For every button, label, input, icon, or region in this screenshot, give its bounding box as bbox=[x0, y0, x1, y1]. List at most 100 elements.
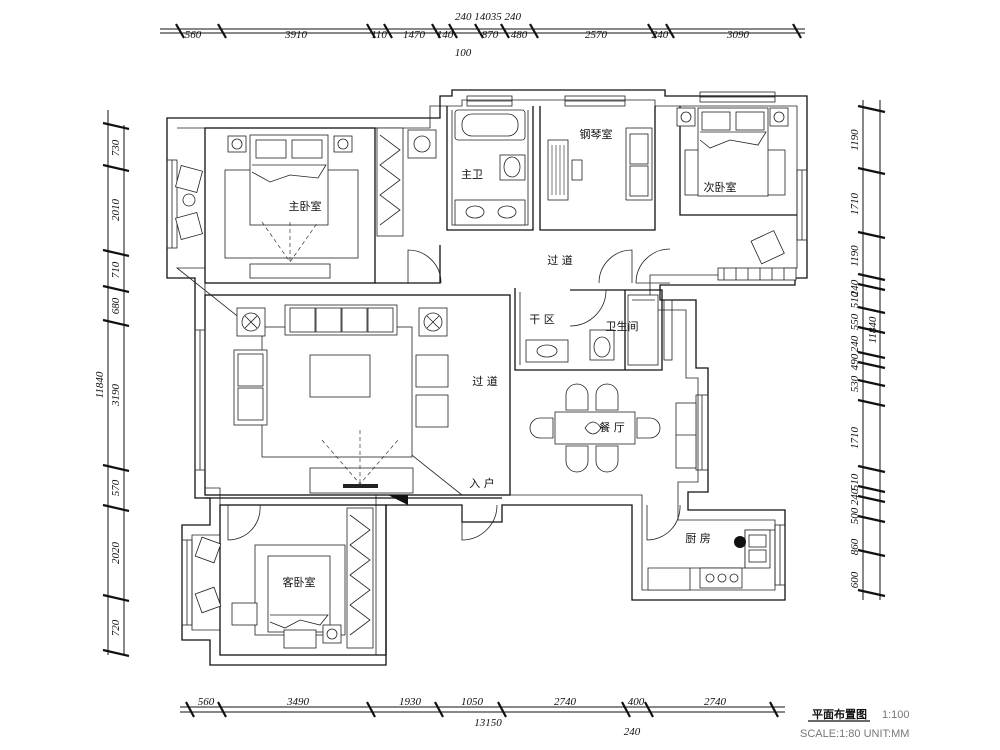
bottom-dim-7: 2740 bbox=[704, 696, 727, 708]
left-dim-1: 730 bbox=[110, 139, 122, 156]
left-dim-5: 3190 bbox=[110, 384, 122, 408]
kitchen-door bbox=[646, 504, 681, 541]
left-dimension-chain: 730 2010 710 680 3190 570 2020 720 11840 bbox=[94, 110, 130, 658]
right-dim-12: 240 bbox=[849, 488, 861, 505]
right-dim-1: 1190 bbox=[849, 129, 861, 151]
bottom-dimension-chain: 560 3490 1930 1050 2740 400 2740 13150 2… bbox=[180, 696, 785, 738]
label-dry-area: 干 区 bbox=[529, 313, 555, 326]
right-dim-3: 1190 bbox=[849, 245, 861, 267]
drawing-title: 平面布置图 bbox=[812, 707, 867, 721]
guest-bedroom-door bbox=[227, 504, 261, 541]
scale-unit: SCALE:1:80 UNIT:MM bbox=[800, 728, 909, 740]
guest-bedroom-furniture bbox=[194, 507, 374, 649]
label-kitchen: 厨 房 bbox=[685, 532, 711, 545]
label-bathroom: 卫生间 bbox=[606, 319, 639, 333]
piano-icon bbox=[547, 139, 569, 201]
dining-furniture bbox=[529, 383, 697, 473]
left-total-dim: 11840 bbox=[94, 371, 106, 398]
nightstand-icon bbox=[676, 107, 696, 127]
nightstand-icon bbox=[333, 135, 353, 153]
master-bedroom-walls bbox=[204, 127, 376, 284]
master-bath-fixtures bbox=[454, 109, 526, 226]
doors bbox=[227, 248, 681, 541]
coffee-table bbox=[309, 354, 371, 398]
bottom-total-dim: 13150 bbox=[474, 717, 502, 729]
top-dim-8: 2570 bbox=[585, 29, 608, 41]
right-dim-14: 860 bbox=[849, 538, 861, 555]
label-piano-room: 钢琴室 bbox=[580, 127, 613, 141]
right-dim-2: 1710 bbox=[849, 193, 861, 216]
bottom-dim-3: 1930 bbox=[399, 696, 422, 708]
left-dim-8: 720 bbox=[110, 619, 122, 636]
right-dim-11: 510 bbox=[849, 473, 861, 490]
dining-sideboard bbox=[675, 402, 697, 469]
lounge-chair bbox=[415, 354, 449, 388]
top-dim-1: 560 bbox=[185, 29, 202, 41]
tv-cabinet bbox=[309, 467, 414, 494]
right-dim-7: 240 bbox=[849, 335, 861, 352]
kitchen-furniture bbox=[647, 529, 775, 591]
toilet-icon bbox=[589, 329, 615, 361]
entrance-door bbox=[461, 504, 498, 541]
label-master-bath: 主卫 bbox=[461, 168, 483, 181]
master-bedroom-furniture bbox=[175, 127, 437, 279]
armchair-icon bbox=[750, 230, 785, 265]
piano-room-furniture bbox=[547, 127, 653, 201]
room-labels: 主卧室 主卫 钢琴室 次卧室 过 道 干 区 卫生间 过 道 餐 厅 入 户 厨… bbox=[283, 127, 737, 589]
top-dim-6: 870 bbox=[482, 29, 499, 41]
dry-area-vanity bbox=[525, 339, 569, 363]
right-dim-15: 600 bbox=[849, 571, 861, 588]
nightstand-icon bbox=[322, 624, 342, 644]
right-dim-9: 530 bbox=[849, 375, 861, 392]
left-dim-2: 2010 bbox=[110, 199, 122, 222]
bottom-dim-2: 3490 bbox=[286, 696, 310, 708]
left-dim-7: 2020 bbox=[110, 542, 122, 565]
second-bedroom-furniture bbox=[676, 107, 797, 281]
second-bedroom-door bbox=[635, 248, 671, 284]
right-dim-8: 490 bbox=[849, 353, 861, 370]
lounge-chair bbox=[415, 394, 449, 428]
windows bbox=[166, 91, 808, 626]
guest-bedroom-walls bbox=[219, 504, 387, 656]
top-sub-dim: 100 bbox=[455, 47, 472, 59]
armchair-icon bbox=[194, 536, 222, 564]
right-total-dim: 11840 bbox=[867, 316, 879, 343]
label-entrance: 入 户 bbox=[469, 476, 495, 490]
label-dining: 餐 厅 bbox=[599, 420, 625, 434]
armchair-icon bbox=[194, 586, 222, 614]
label-guest-bedroom: 客卧室 bbox=[283, 575, 316, 589]
left-dim-6: 570 bbox=[110, 479, 122, 496]
bottom-sub-dim: 240 bbox=[624, 726, 641, 738]
right-dimension-chain: 1190 1710 1190 240 510 550 240 490 530 1… bbox=[849, 100, 886, 600]
right-dim-6: 550 bbox=[849, 313, 861, 330]
shower-area bbox=[627, 294, 659, 366]
bottom-dim-1: 560 bbox=[198, 696, 215, 708]
drawing-ratio: 1:100 bbox=[882, 709, 910, 721]
master-bedroom-door bbox=[407, 249, 442, 284]
dining-table bbox=[554, 411, 636, 445]
right-dim-10: 1710 bbox=[849, 427, 861, 450]
left-dim-3: 710 bbox=[110, 261, 122, 278]
side-sofa bbox=[233, 349, 268, 426]
stove-icon bbox=[699, 567, 743, 589]
label-second-bedroom: 次卧室 bbox=[704, 180, 737, 194]
top-dim-9: 240 bbox=[652, 29, 669, 41]
bathroom-fixtures bbox=[525, 294, 659, 366]
top-total-dim: 240 14035 240 bbox=[455, 11, 522, 23]
living-room-furniture bbox=[233, 304, 449, 494]
dining-chairs bbox=[529, 383, 661, 473]
top-dim-10: 3090 bbox=[726, 29, 750, 41]
wardrobe bbox=[376, 127, 404, 237]
label-corridor-upper: 过 道 bbox=[547, 253, 573, 267]
left-dim-4: 680 bbox=[110, 297, 122, 314]
title-block: 平面布置图 1:100 SCALE:1:80 UNIT:MM bbox=[800, 707, 910, 740]
interior-walls bbox=[204, 106, 797, 656]
nightstand-icon bbox=[769, 107, 789, 127]
bottom-dim-6: 400 bbox=[628, 696, 645, 708]
bottom-dim-4: 1050 bbox=[461, 696, 484, 708]
right-dim-5: 510 bbox=[849, 291, 861, 308]
label-master-bedroom: 主卧室 bbox=[289, 199, 322, 213]
bathtub bbox=[454, 109, 526, 141]
top-dim-4: 1470 bbox=[403, 29, 426, 41]
